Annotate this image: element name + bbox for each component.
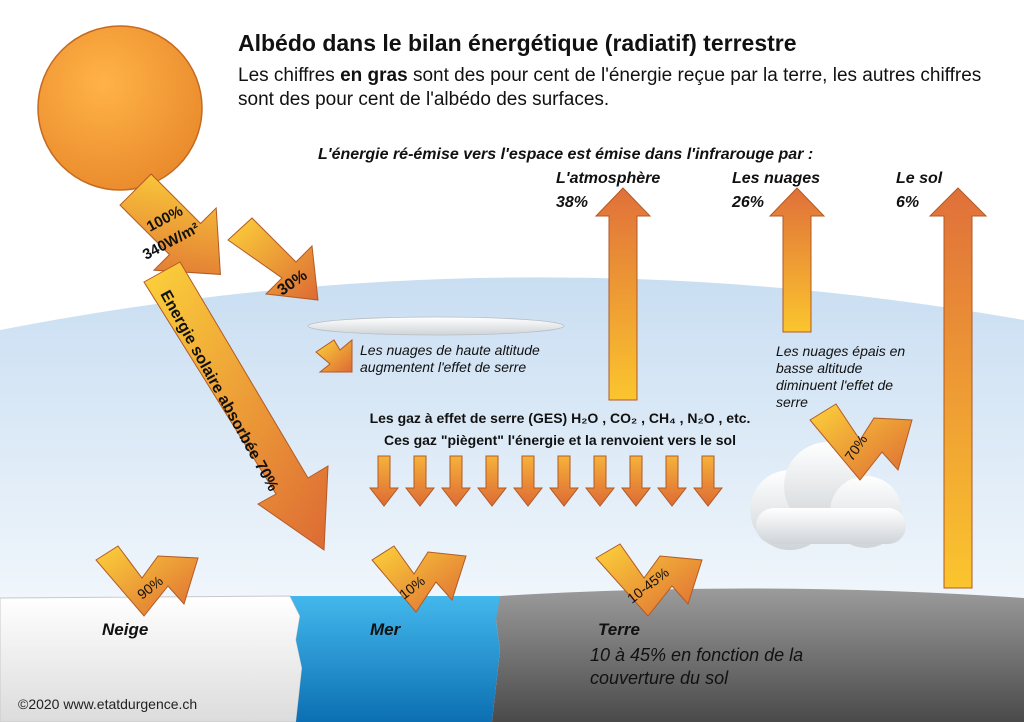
sun-icon bbox=[37, 25, 203, 191]
ir-atmosphere-arrow bbox=[594, 187, 652, 401]
diagram-title: Albédo dans le bilan énergétique (radiat… bbox=[238, 30, 797, 56]
greenhouse-down-arrow bbox=[656, 455, 688, 507]
land-surface bbox=[492, 588, 1024, 722]
ir-source-atmosphere-value: 38% bbox=[556, 194, 589, 211]
greenhouse-return-arrows bbox=[368, 455, 724, 507]
greenhouse-down-arrow bbox=[476, 455, 508, 507]
greenhouse-down-arrow bbox=[512, 455, 544, 507]
diagram-subtitle: Les chiffres en gras sont des pour cent … bbox=[238, 65, 982, 110]
high-cloud-arrow bbox=[315, 338, 353, 373]
ghg-line-2: Ces gaz "piègent" l'énergie et la renvoi… bbox=[384, 432, 736, 448]
greenhouse-down-arrow bbox=[440, 455, 472, 507]
ir-source-clouds-label: Les nuages bbox=[732, 170, 821, 187]
reflected-30-arrow bbox=[227, 217, 319, 301]
absorbed-energy-arrow bbox=[143, 261, 329, 551]
low-cloud-albedo-arrow bbox=[809, 403, 913, 481]
greenhouse-down-arrow bbox=[404, 455, 436, 507]
incoming-solar-arrow bbox=[119, 173, 221, 275]
copyright-credit: ©2020 www.etatdurgence.ch bbox=[18, 696, 198, 712]
greenhouse-down-arrow bbox=[548, 455, 580, 507]
greenhouse-down-arrow bbox=[692, 455, 724, 507]
ir-ground-arrow bbox=[928, 187, 988, 589]
land-albedo-note: 10 à 45% en fonction de la couverture du… bbox=[590, 645, 804, 688]
ir-source-atmosphere-label: L'atmosphère bbox=[556, 170, 661, 187]
ghg-line-1: Les gaz à effet de serre (GES) H₂O , CO₂… bbox=[369, 410, 751, 426]
high-cloud-note: Les nuages de haute altitude augmentent … bbox=[360, 342, 540, 375]
surface-land-label: Terre bbox=[598, 620, 640, 639]
ir-clouds-arrow bbox=[768, 187, 826, 333]
greenhouse-down-arrow bbox=[368, 455, 400, 507]
high-altitude-cloud bbox=[307, 316, 565, 336]
low-cloud-note: Les nuages épais en basse altitude dimin… bbox=[776, 343, 906, 410]
surface-snow-label: Neige bbox=[102, 620, 149, 639]
infrared-heading: L'énergie ré-émise vers l'espace est émi… bbox=[318, 146, 814, 163]
surface-sea-label: Mer bbox=[370, 620, 401, 639]
snow-albedo-arrow bbox=[95, 545, 199, 617]
ir-source-clouds-value: 26% bbox=[732, 194, 765, 211]
sea-albedo-arrow bbox=[371, 545, 467, 613]
greenhouse-down-arrow bbox=[584, 455, 616, 507]
sea-surface bbox=[290, 596, 510, 722]
ir-source-ground-value: 6% bbox=[896, 194, 920, 211]
greenhouse-down-arrow bbox=[620, 455, 652, 507]
land-albedo-arrow bbox=[595, 543, 703, 617]
ir-source-ground-label: Le sol bbox=[896, 170, 943, 187]
